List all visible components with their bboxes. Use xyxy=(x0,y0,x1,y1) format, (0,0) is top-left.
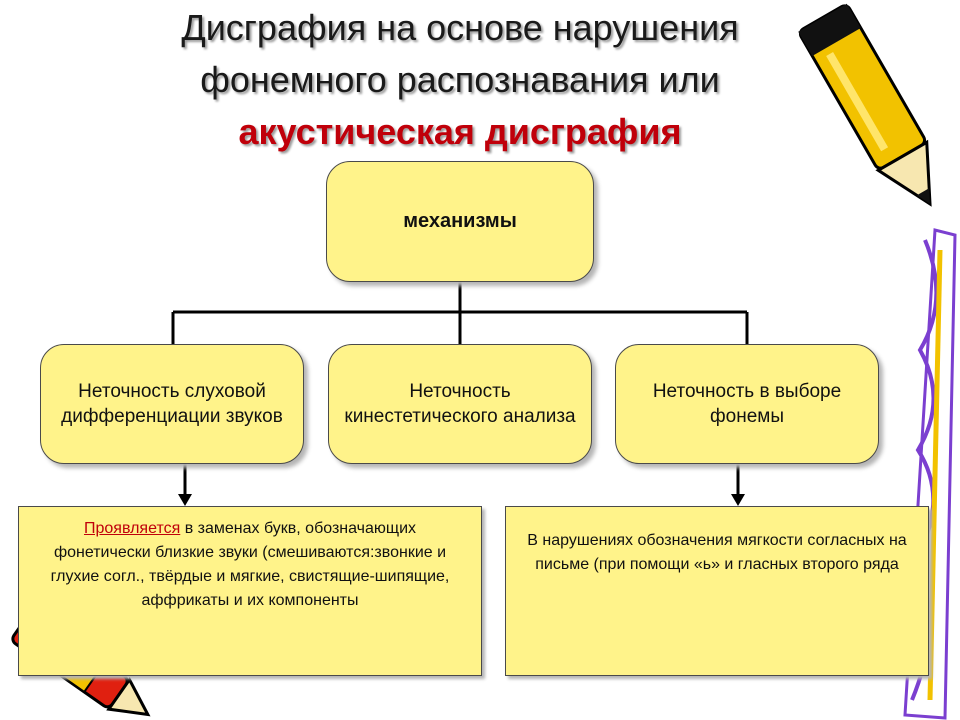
title-line-2: фонемного распознавания или xyxy=(200,59,720,100)
pencil-icon-top-right xyxy=(798,3,932,207)
manifestation-panel-left: Проявляется в заменах букв, обозначающих… xyxy=(18,506,482,676)
mechanism-box-auditory: Неточность слуховой дифференциации звуко… xyxy=(40,344,304,464)
manifestation-text: в заменах букв, обозначающих фонетически… xyxy=(50,520,450,609)
title-line-1: Дисграфия на основе нарушения xyxy=(181,7,739,48)
mechanisms-root-label: механизмы xyxy=(403,210,517,232)
mechanism-label: Неточность в выборе фонемы xyxy=(652,381,842,427)
mechanisms-root-box: механизмы xyxy=(326,161,594,282)
arrow-head-left xyxy=(178,494,192,506)
manifestation-text: В нарушениях обозначения мягкости соглас… xyxy=(527,532,907,573)
manifestation-panel-right: В нарушениях обозначения мягкости соглас… xyxy=(505,506,929,676)
mechanism-box-phoneme-choice: Неточность в выборе фонемы xyxy=(615,344,879,464)
page-title: Дисграфия на основе нарушения фонемного … xyxy=(60,2,860,158)
manifestation-keyword: Проявляется xyxy=(83,520,181,537)
mechanism-box-kinesthetic: Неточность кинестетического анализа xyxy=(328,344,592,464)
arrow-head-right xyxy=(731,494,745,506)
title-line-3: акустическая дисграфия xyxy=(238,111,682,152)
connector-lines xyxy=(171,282,749,495)
mechanism-label: Неточность слуховой дифференциации звуко… xyxy=(61,381,283,427)
mechanism-label: Неточность кинестетического анализа xyxy=(344,381,576,427)
